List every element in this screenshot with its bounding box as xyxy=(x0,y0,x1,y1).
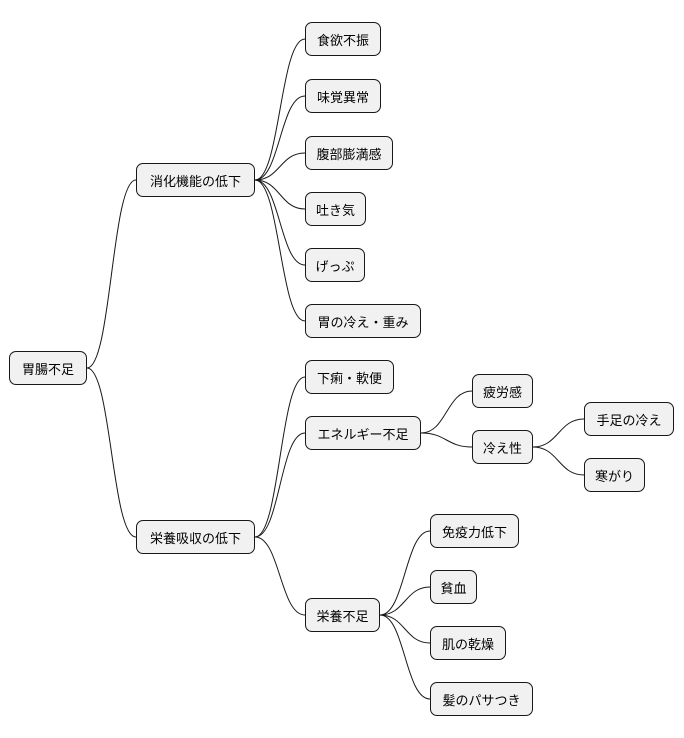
edge-digestion-decline-to-appetite-loss xyxy=(254,38,306,181)
node-nausea: 吐き気 xyxy=(305,192,366,226)
node-cold-hands-feet: 手足の冷え xyxy=(584,402,674,436)
edge-digestion-decline-to-abdominal-bloating xyxy=(254,152,306,181)
edge-digestion-decline-to-nausea xyxy=(254,179,306,210)
edge-nutrition-shortage-to-dry-skin xyxy=(379,614,431,644)
node-dry-hair: 髪のパサつき xyxy=(430,682,533,716)
node-immunity-decline: 免疫力低下 xyxy=(430,514,519,548)
node-appetite-loss: 食欲不振 xyxy=(305,22,381,56)
edge-digestion-decline-to-burping xyxy=(254,179,306,266)
edge-cold-sensitivity-to-chills xyxy=(532,446,585,476)
edge-cold-sensitivity-to-cold-hands-feet xyxy=(532,418,585,448)
edge-absorption-decline-to-diarrhea xyxy=(254,376,306,538)
node-fatigue: 疲労感 xyxy=(472,374,533,408)
node-taste-abnormality: 味覚異常 xyxy=(305,79,381,113)
edge-root-to-absorption-decline xyxy=(86,367,137,538)
edge-absorption-decline-to-nutrition-shortage xyxy=(254,536,306,616)
edge-nutrition-shortage-to-anemia xyxy=(379,586,431,616)
node-cold-sensitivity: 冷え性 xyxy=(472,430,533,464)
edge-digestion-decline-to-taste-abnormality xyxy=(254,95,306,181)
edge-root-to-digestion-decline xyxy=(86,179,137,369)
node-dry-skin: 肌の乾燥 xyxy=(430,626,506,660)
edge-nutrition-shortage-to-dry-hair xyxy=(379,614,431,700)
edge-absorption-decline-to-energy-shortage xyxy=(254,432,306,538)
edge-nutrition-shortage-to-immunity-decline xyxy=(379,530,431,616)
node-abdominal-bloating: 腹部膨満感 xyxy=(305,136,393,170)
node-stomach-cold-heavy: 胃の冷え・重み xyxy=(305,304,421,338)
edge-energy-shortage-to-cold-sensitivity xyxy=(420,432,473,448)
node-root: 胃腸不足 xyxy=(9,351,87,385)
node-chills: 寒がり xyxy=(584,458,645,492)
node-diarrhea: 下痢・軟便 xyxy=(305,360,394,394)
node-absorption-decline: 栄養吸収の低下 xyxy=(136,520,255,554)
edge-energy-shortage-to-fatigue xyxy=(420,390,473,434)
node-burping: げっぷ xyxy=(305,248,365,282)
node-nutrition-shortage: 栄養不足 xyxy=(305,598,380,632)
edge-digestion-decline-to-stomach-cold-heavy xyxy=(254,179,306,322)
node-energy-shortage: エネルギー不足 xyxy=(305,416,421,450)
node-anemia: 貧血 xyxy=(430,570,477,604)
node-digestion-decline: 消化機能の低下 xyxy=(136,163,255,197)
